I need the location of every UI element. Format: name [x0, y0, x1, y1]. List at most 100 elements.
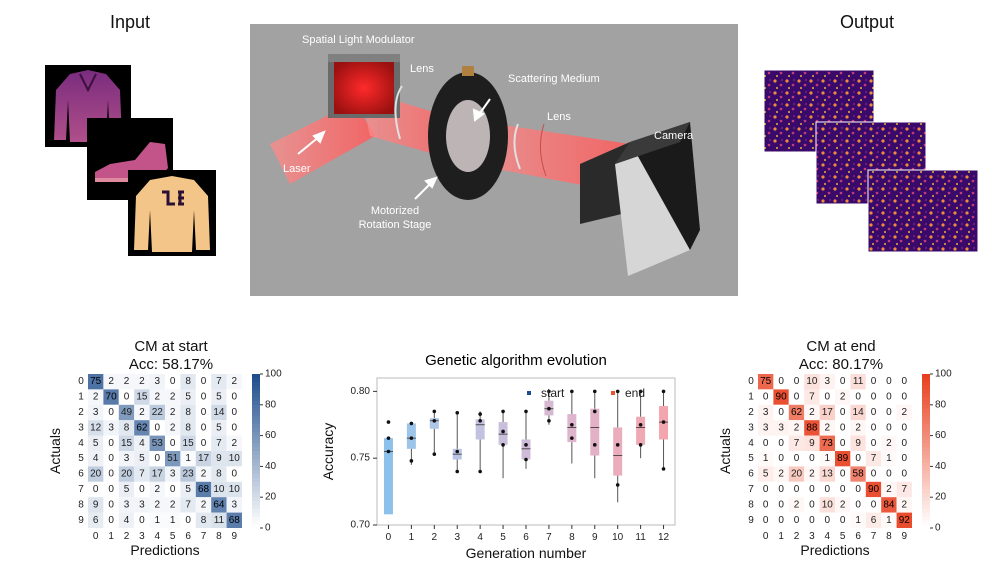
cm-col-label: 5	[840, 531, 846, 542]
cm-cell	[118, 451, 135, 467]
cm-cell	[773, 466, 789, 482]
cm-cell	[773, 435, 789, 451]
cm-col-label: 6	[855, 531, 861, 542]
cm-row-label: 0	[748, 376, 754, 387]
cm-cell-value: 0	[108, 515, 114, 526]
cm-cell	[758, 497, 774, 513]
cm-cell	[773, 497, 789, 513]
cm-cell-value: 8	[185, 376, 191, 387]
cm-cell	[211, 466, 227, 482]
cm-colorbar-segment	[922, 520, 930, 525]
cm-colorbar-segment	[252, 393, 260, 398]
cm-colorbar-segment	[922, 377, 930, 383]
ga-xtick-label: 11	[635, 532, 646, 543]
cm-cell	[88, 374, 104, 390]
cm-cell	[865, 404, 882, 421]
cm-cell-value: 0	[232, 407, 238, 418]
cm-cell	[896, 481, 912, 498]
cm-cell-value: 0	[201, 422, 207, 433]
ga-legend-start-label: start	[541, 386, 565, 400]
cm-cell	[88, 481, 104, 498]
cm-cell	[881, 512, 897, 528]
cm-colorbar-segment	[252, 520, 260, 525]
cm-cell	[226, 420, 242, 436]
cm-cell	[865, 435, 882, 451]
cm-cell	[88, 404, 104, 421]
cm-cell-value: 0	[232, 422, 238, 433]
cm-col-label: 3	[139, 531, 145, 542]
cm-colorbar-segment	[252, 501, 260, 506]
cm-col-label: 4	[825, 531, 831, 542]
cm-cell	[134, 466, 150, 482]
cm-col-label: 2	[124, 531, 130, 542]
cm-cell-value: 0	[902, 422, 908, 433]
cm-colorbar-segment	[252, 408, 260, 413]
ga-xtick-label: 9	[592, 532, 598, 543]
cm-cell-value: 3	[108, 422, 114, 433]
cm-cell-value: 92	[899, 515, 911, 526]
cm-cell-value: 0	[763, 438, 769, 449]
cm-cell-value: 49	[121, 407, 133, 418]
label-lens-2: Lens	[547, 111, 571, 123]
cm-cell-value: 0	[185, 515, 191, 526]
cm-cell-value: 1	[763, 453, 769, 464]
ga-point	[501, 429, 505, 434]
cm-row-label: 8	[78, 499, 84, 510]
cm-cell-value: 0	[778, 484, 784, 495]
cm-cell-value: 0	[871, 499, 877, 510]
cm-col-label: 1	[108, 531, 114, 542]
cm-cell-value: 0	[840, 422, 846, 433]
cm-cell-value: 3	[170, 469, 176, 480]
cm-colorbar-segment	[922, 439, 930, 444]
cm-cell-value: 8	[124, 422, 130, 433]
cm-row-label: 1	[748, 392, 754, 403]
cm-cell-value: 0	[108, 499, 114, 510]
cm-cell-value: 0	[809, 515, 815, 526]
cm-colorbar-label: 60	[935, 430, 947, 441]
cm-cell-value: 0	[825, 515, 831, 526]
ga-point	[638, 443, 643, 447]
ga-xtick-label: 5	[500, 532, 506, 543]
cm-colorbar-segment	[922, 431, 930, 437]
cm-cell-value: 2	[155, 484, 161, 495]
cm-cell-value: 0	[840, 469, 846, 480]
cm-cell-value: 0	[840, 515, 846, 526]
ga-xtick-label: 10	[612, 532, 624, 543]
cm-row-label: 1	[78, 392, 84, 403]
cm-cell-value: 0	[778, 438, 784, 449]
cm-cell-value: 0	[139, 515, 145, 526]
cm-col-label: 9	[232, 531, 238, 542]
cm-colorbar-segment	[252, 458, 260, 464]
cm-cell	[896, 389, 912, 405]
cm-cell-value: 88	[806, 422, 818, 433]
cm-cell	[850, 466, 866, 482]
cm-cell	[165, 512, 181, 528]
cm-cell	[804, 404, 820, 421]
cm-col-label: 2	[794, 531, 800, 542]
cm-colorbar-segment	[252, 412, 260, 417]
label-laser: Laser	[283, 163, 311, 175]
cm-cell-value: 15	[121, 438, 133, 449]
cm-colorbar-segment	[922, 454, 930, 460]
cm-cell	[134, 435, 150, 451]
cm-cell	[850, 435, 866, 451]
cm-cell-value: 7	[216, 438, 222, 449]
cm-cell	[134, 481, 150, 498]
cm-cell-value: 0	[902, 392, 908, 403]
cm-colorbar-label: 40	[265, 461, 277, 472]
cm-colorbar-segment	[922, 385, 930, 390]
cm-colorbar-segment	[922, 447, 930, 452]
output-speckle-images	[763, 69, 979, 253]
cm-cell	[226, 374, 242, 390]
cm-cell-value: 0	[201, 392, 207, 403]
cm-cell-value: 0	[794, 515, 800, 526]
cm-cell	[103, 512, 119, 528]
cm-cell	[180, 389, 196, 405]
cm-cell-value: 0	[840, 376, 846, 387]
cm-cell	[865, 512, 882, 528]
cm-cell-value: 2	[139, 407, 145, 418]
cm-colorbar-segment	[252, 424, 260, 429]
cm-cell	[881, 451, 897, 467]
cm-colorbar-segment	[922, 524, 930, 529]
